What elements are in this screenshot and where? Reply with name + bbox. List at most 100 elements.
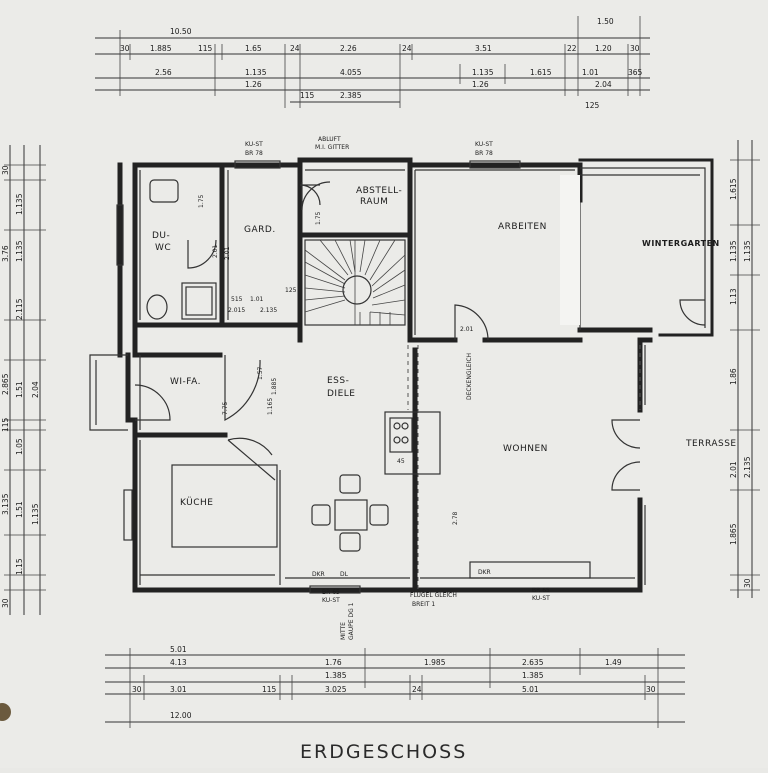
axis-lines [407, 345, 641, 590]
toilet-icon [146, 294, 168, 320]
dim-label: 2.01 [729, 461, 738, 478]
note-dkr: DKR [312, 571, 325, 578]
shower-tray-icon [181, 282, 217, 320]
room-label-ess-diele-1: ESS- [327, 376, 349, 386]
chair-icon [369, 504, 389, 526]
inner-dim-label: 515 [231, 296, 243, 303]
dim-label: 1.615 [530, 68, 552, 77]
door-terrasse [611, 419, 641, 491]
dim-label: 3.76 [1, 245, 10, 262]
door-arbeiten [454, 304, 489, 341]
note-br78: BR 78 [475, 150, 493, 157]
note-dkr: DKR [478, 569, 491, 576]
dim-label: 1.615 [729, 178, 738, 200]
plan-title: ERDGESCHOSS [300, 741, 467, 763]
room-label-wi-fa: WI-FA. [170, 377, 201, 387]
note-ku-st: KU-ST [475, 141, 493, 148]
door-wintergarten [679, 299, 706, 326]
dim-label: 30 [1, 165, 10, 175]
note-abluft-2: M.I. GITTER [315, 144, 349, 151]
dim-label: 1.86 [729, 368, 738, 385]
dim-label: 2.385 [340, 91, 362, 100]
room-label-wintergarten: WINTERGARTEN [642, 239, 720, 248]
note-ku-st: KU-ST [245, 141, 263, 148]
inner-dim-label: 2.01 [224, 246, 231, 260]
inner-dim-label: 1.75 [315, 211, 322, 225]
inner-dim-label: 1.885 [271, 378, 278, 395]
room-label-abstellraum-1: ABSTELL- [356, 186, 402, 196]
dim-label: 2.04 [595, 80, 612, 89]
note-br65: BR 65 [532, 587, 550, 594]
inner-dim-label: 45 [397, 458, 405, 465]
dim-label: 1.135 [31, 503, 40, 525]
note-dl: DL [340, 571, 349, 578]
inner-dim-label: 1.75 [198, 194, 205, 208]
dim-label: 2.115 [15, 298, 24, 320]
room-label-terrasse: TERRASSE [685, 439, 737, 449]
dim-label: 1.135 [15, 240, 24, 262]
dim-label: 30 [120, 44, 130, 53]
note-fluegel-1: FLÜGEL GLEICH [410, 592, 457, 599]
inner-dim-label: 2.135 [260, 307, 277, 314]
dim-label: 1.135 [729, 240, 738, 262]
dim-label: 1.26 [245, 80, 262, 89]
dim-label: 1.135 [743, 240, 752, 262]
door-abstellraum [301, 181, 331, 211]
inner-dim-label: 2.78 [452, 511, 459, 525]
note-mitte-1: MITTE [340, 622, 347, 640]
dim-label: 22 [567, 44, 577, 53]
inner-dim-label: 7.75 [222, 401, 229, 415]
dim-label: 2.56 [155, 68, 172, 77]
inner-dim-label: 2.01 [212, 244, 219, 258]
dim-label: 1.135 [472, 68, 494, 77]
dim-label: 30 [630, 44, 640, 53]
dim-label: 30 [743, 578, 752, 588]
dim-label: 365 [628, 68, 643, 77]
dim-label: 115 [262, 685, 277, 694]
note-br65: BR 65 [322, 589, 340, 596]
chair-icon [339, 532, 361, 552]
dim-label: 3.135 [1, 493, 10, 515]
dim-top-wintergarten: 1.50 [597, 17, 614, 26]
dim-label: 1.885 [150, 44, 172, 53]
room-label-ess-diele-2: DIELE [327, 389, 355, 399]
dim-label: 2.26 [340, 44, 357, 53]
dim-label: 1.26 [472, 80, 489, 89]
inner-dim-label: 2.01 [460, 326, 474, 333]
doors [134, 181, 706, 491]
door-diele [224, 355, 261, 421]
dim-label: 1.20 [595, 44, 612, 53]
wintergarten-frame [560, 158, 714, 337]
dim-label: 1.865 [729, 523, 738, 545]
dim-label: 5.01 [522, 685, 539, 694]
room-label-wohnen: WOHNEN [503, 444, 548, 454]
dim-label: 2.865 [1, 373, 10, 395]
inner-dimensions: 1.75 2.01 1.01 2.015 2.135 515 125 1.75 … [198, 194, 474, 525]
dim-label: 2.635 [522, 658, 544, 667]
dim-label: 2.135 [743, 456, 752, 478]
stove-icon [389, 417, 413, 453]
note-fluegel-2: BREIT 1 [412, 601, 435, 608]
dim-label: 3.01 [170, 685, 187, 694]
right-dimension-chains: 1.615 1.135 1.13 1.135 1.86 2.01 2.135 1… [729, 140, 760, 598]
dim-label: 3.51 [475, 44, 492, 53]
dining-table [334, 499, 368, 531]
room-label-kueche: KÜCHE [180, 497, 214, 508]
dim-label: 24 [402, 44, 412, 53]
note-deckengleich: DECKENGLEICH [466, 353, 473, 400]
dim-label: 30 [132, 685, 142, 694]
room-label-gard: GARD. [244, 225, 276, 235]
dim-label: 30 [1, 598, 10, 608]
punch-hole [0, 703, 11, 721]
note-mitte-2: GAUPE DG 1 [348, 602, 355, 640]
inner-dim-label: 125 [285, 287, 297, 294]
dim-label: 5.01 [170, 645, 187, 654]
dim-label: 1.01 [582, 68, 599, 77]
dim-label: 1.15 [15, 558, 24, 575]
dim-label: 1.385 [522, 671, 544, 680]
dim-label: 1.51 [15, 381, 24, 398]
chair-icon [339, 474, 361, 494]
fixtures [146, 179, 441, 552]
